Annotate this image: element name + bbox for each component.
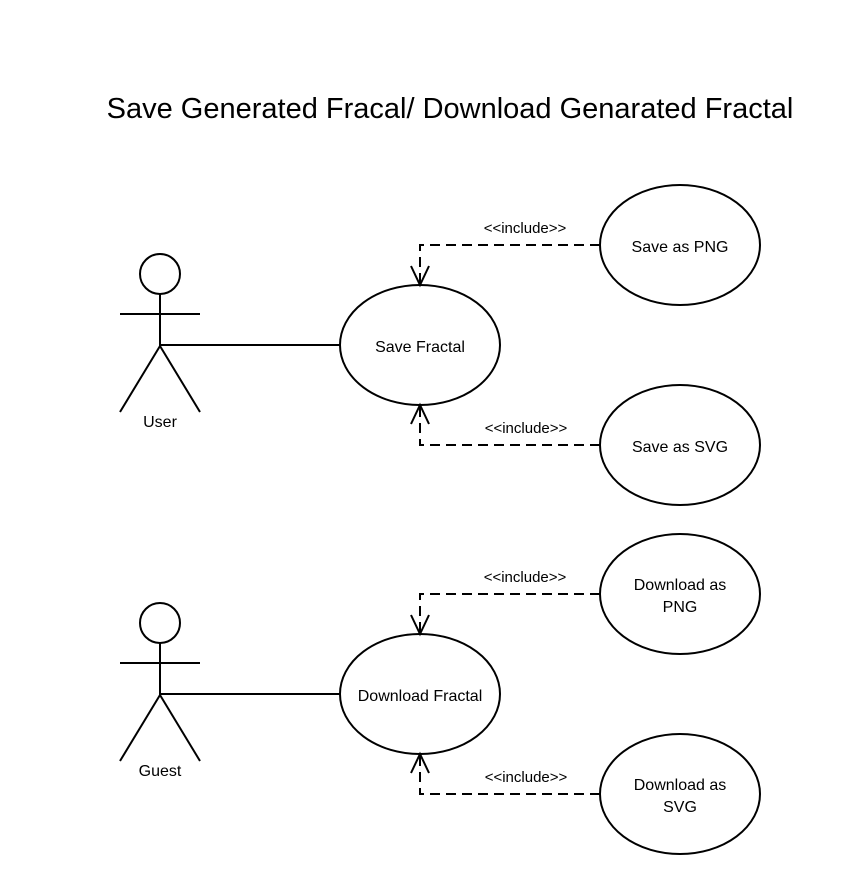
use-case-download-fractal-label: Download Fractal — [358, 688, 483, 705]
include-download-svg-line — [419, 754, 600, 795]
use-case-save-png: Save as PNG — [599, 184, 761, 306]
use-case-download-svg: Download as SVG — [599, 733, 761, 855]
actor-guest: Guest — [119, 602, 201, 780]
use-case-save-svg-label: Save as SVG — [632, 439, 728, 456]
include-save-svg-line — [419, 405, 600, 446]
use-case-download-svg-label-line1: Download as — [634, 777, 727, 794]
include-download-png: <<include>> — [410, 569, 600, 637]
use-case-save-svg: Save as SVG — [599, 384, 761, 506]
include-save-png-line — [419, 244, 600, 285]
actor-user-label: User — [143, 414, 177, 431]
use-case-save-fractal-label: Save Fractal — [375, 339, 465, 356]
include-save-svg-label: <<include>> — [485, 420, 568, 437]
include-download-svg: <<include>> — [410, 751, 600, 795]
include-save-png-label: <<include>> — [484, 220, 567, 237]
actor-user-head — [139, 253, 181, 295]
use-case-save-fractal: Save Fractal — [339, 284, 501, 406]
actor-user-left-leg — [119, 345, 161, 413]
include-save-svg: <<include>> — [410, 402, 600, 446]
use-case-download-png-label-line2: PNG — [663, 599, 698, 616]
include-download-png-label: <<include>> — [484, 569, 567, 586]
diagram-title: Save Generated Fracal/ Download Genarate… — [107, 93, 794, 125]
include-download-svg-label: <<include>> — [485, 769, 568, 786]
include-download-svg-arrowhead — [410, 751, 430, 774]
include-save-png-arrowhead — [410, 265, 430, 288]
actor-guest-right-leg — [159, 694, 201, 762]
use-case-download-png-label-line1: Download as — [634, 577, 727, 594]
use-case-download-fractal: Download Fractal — [339, 633, 501, 755]
include-save-svg-arrowhead — [410, 402, 430, 425]
actor-guest-left-leg — [119, 694, 161, 762]
actor-guest-head — [139, 602, 181, 644]
actor-user: User — [119, 253, 201, 431]
use-case-download-svg-label-line2: SVG — [663, 799, 697, 816]
actor-guest-label: Guest — [139, 763, 182, 780]
use-case-save-png-label: Save as PNG — [632, 239, 729, 256]
use-case-download-png: Download as PNG — [599, 533, 761, 655]
actor-user-right-leg — [159, 345, 201, 413]
include-download-png-line — [419, 593, 600, 634]
include-download-png-arrowhead — [410, 614, 430, 637]
include-save-png: <<include>> — [410, 220, 600, 288]
